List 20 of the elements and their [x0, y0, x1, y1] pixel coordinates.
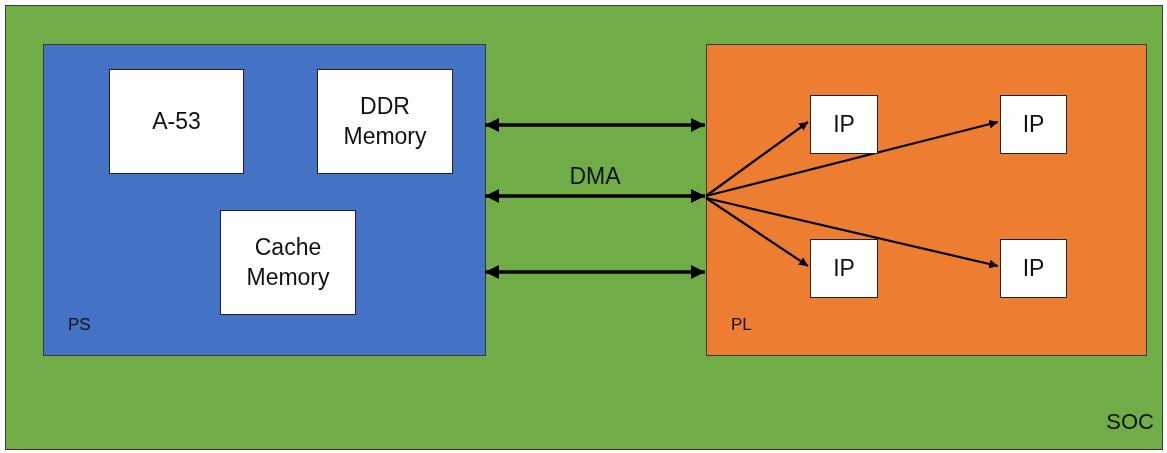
double-arrow: [485, 265, 705, 279]
component-box: IP: [1000, 95, 1067, 154]
region-label: SOC: [1106, 409, 1154, 435]
double-arrow: [485, 189, 705, 203]
region-label: PL: [731, 315, 752, 335]
region-panel: [5, 5, 1163, 450]
double-arrow: [485, 118, 705, 132]
region-label: PS: [68, 315, 91, 335]
component-box: A-53: [109, 69, 244, 174]
arrow: [705, 119, 999, 198]
component-box: Cache Memory: [220, 210, 356, 315]
arrow: [705, 121, 809, 197]
arrow: [705, 197, 809, 267]
component-box: IP: [1000, 239, 1067, 298]
region-panel: [43, 44, 486, 356]
region-panel: [706, 44, 1147, 356]
component-box: IP: [810, 239, 878, 298]
component-box: DDR Memory: [317, 69, 453, 174]
arrow: [705, 196, 999, 269]
component-box: IP: [810, 95, 878, 154]
